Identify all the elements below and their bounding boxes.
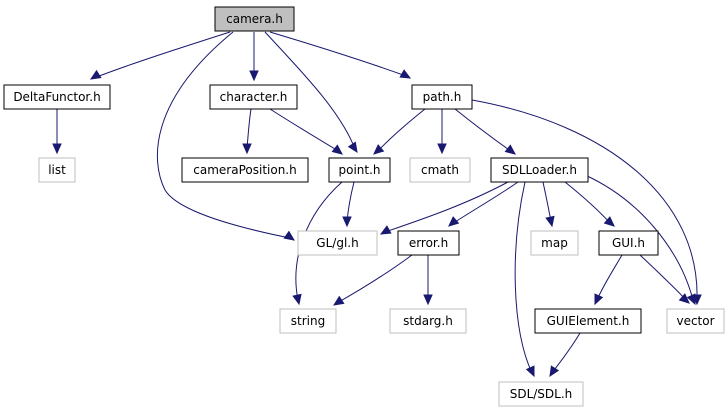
edge-character-h-to-cameraposition-h-arrowhead bbox=[242, 143, 252, 155]
graph-nodes: camera.h DeltaFunctor.h character.h path… bbox=[3, 6, 725, 407]
node-gui-h[interactable]: GUI.h bbox=[598, 230, 659, 256]
edge-sdlloader-h-to-error-h bbox=[448, 181, 519, 227]
edge-camera-h-to-gl-gl-h-arrowhead bbox=[283, 230, 296, 241]
edge-guielement-h-to-sdl-sdl-h bbox=[549, 332, 581, 378]
edge-sdlloader-h-to-vector-arrowhead bbox=[686, 293, 696, 306]
node-camera-h-label: camera.h bbox=[226, 12, 283, 26]
node-path-h-label: path.h bbox=[423, 90, 462, 104]
edge-sdlloader-h-to-map-arrowhead bbox=[545, 215, 555, 228]
node-sdl-sdl-h[interactable]: SDL/SDL.h bbox=[498, 381, 584, 407]
edge-point-h-to-string-arrowhead bbox=[292, 293, 302, 306]
node-camera-h[interactable]: camera.h bbox=[214, 6, 295, 32]
edge-gui-h-to-guielement-h bbox=[594, 254, 623, 306]
edge-sdlloader-h-to-sdl-sdl-h-arrowhead bbox=[525, 365, 535, 378]
node-gl-gl-h[interactable]: GL/gl.h bbox=[297, 230, 378, 256]
node-list[interactable]: list bbox=[38, 157, 76, 183]
edge-point-h-to-gl-gl-h bbox=[342, 181, 355, 228]
node-map-label: map bbox=[541, 236, 568, 250]
edge-sdlloader-h-to-gui-h bbox=[564, 181, 615, 227]
node-gl-gl-h-label: GL/gl.h bbox=[316, 236, 358, 250]
edge-camera-h-to-deltafunctor-h bbox=[89, 31, 231, 80]
node-cameraposition-h-label: cameraPosition.h bbox=[193, 163, 296, 177]
edge-path-h-to-point-h-arrowhead bbox=[373, 144, 385, 155]
edge-path-h-to-cmath-arrowhead bbox=[437, 143, 447, 155]
edge-path-h-to-point-h bbox=[373, 108, 426, 155]
node-deltafunctor-h[interactable]: DeltaFunctor.h bbox=[3, 84, 111, 110]
node-point-h-label: point.h bbox=[338, 163, 380, 177]
edge-camera-h-to-path-h-arrowhead bbox=[399, 69, 412, 79]
edge-deltafunctor-h-to-list-arrowhead bbox=[52, 143, 62, 155]
edge-camera-h-to-deltafunctor-h-arrowhead bbox=[89, 69, 102, 80]
edge-camera-h-to-path-h bbox=[269, 31, 412, 79]
node-vector-label: vector bbox=[676, 314, 714, 328]
edge-guielement-h-to-sdl-sdl-h-arrowhead bbox=[549, 365, 560, 378]
edge-path-h-to-sdlloader-h-arrowhead bbox=[504, 144, 516, 155]
node-error-h-label: error.h bbox=[409, 236, 448, 250]
node-list-label: list bbox=[48, 163, 66, 177]
node-stdarg-h-label: stdarg.h bbox=[403, 314, 453, 328]
edge-path-h-to-sdlloader-h bbox=[454, 108, 516, 155]
node-character-h[interactable]: character.h bbox=[209, 84, 298, 110]
edge-error-h-to-stdarg-h-arrowhead bbox=[423, 294, 433, 306]
node-sdl-sdl-h-label: SDL/SDL.h bbox=[510, 387, 573, 401]
edge-sdlloader-h-to-gui-h-arrowhead bbox=[603, 216, 615, 227]
node-error-h[interactable]: error.h bbox=[397, 230, 460, 256]
edge-character-h-to-point-h bbox=[269, 108, 343, 155]
node-string-label: string bbox=[291, 314, 325, 328]
node-deltafunctor-h-label: DeltaFunctor.h bbox=[13, 90, 100, 104]
edge-gui-h-to-guielement-h-arrowhead bbox=[594, 293, 604, 306]
edge-sdlloader-h-to-map bbox=[542, 181, 555, 228]
edge-path-h-to-vector bbox=[471, 99, 702, 306]
node-cmath-label: cmath bbox=[421, 163, 459, 177]
node-stdarg-h[interactable]: stdarg.h bbox=[389, 308, 467, 334]
edge-character-h-to-point-h-arrowhead bbox=[331, 144, 343, 155]
edge-path-h-to-cmath bbox=[437, 109, 447, 155]
edge-gui-h-to-vector-arrowhead bbox=[678, 293, 690, 304]
edge-camera-h-to-point-h-arrowhead bbox=[347, 141, 358, 154]
node-gui-h-label: GUI.h bbox=[612, 236, 645, 250]
node-cameraposition-h[interactable]: cameraPosition.h bbox=[181, 157, 309, 183]
graph-edges bbox=[52, 31, 702, 378]
node-point-h[interactable]: point.h bbox=[328, 157, 391, 183]
edge-sdlloader-h-to-sdl-sdl-h bbox=[514, 181, 535, 378]
edge-point-h-to-gl-gl-h-arrowhead bbox=[342, 216, 352, 228]
node-cmath[interactable]: cmath bbox=[409, 157, 471, 183]
edge-sdlloader-h-to-vector bbox=[584, 174, 696, 306]
node-string[interactable]: string bbox=[279, 308, 337, 334]
edge-sdlloader-h-to-gl-gl-h-arrowhead bbox=[379, 225, 392, 235]
node-guielement-h[interactable]: GUIElement.h bbox=[534, 308, 642, 334]
edge-sdlloader-h-to-error-h-arrowhead bbox=[448, 216, 460, 227]
edge-error-h-to-string bbox=[332, 254, 413, 306]
edge-camera-h-to-point-h bbox=[264, 31, 358, 154]
node-character-h-label: character.h bbox=[220, 90, 288, 104]
edge-character-h-to-cameraposition-h bbox=[242, 108, 252, 155]
node-path-h[interactable]: path.h bbox=[411, 84, 473, 110]
node-sdlloader-h[interactable]: SDLLoader.h bbox=[490, 157, 589, 183]
edge-error-h-to-stdarg-h bbox=[423, 255, 433, 306]
node-guielement-h-label: GUIElement.h bbox=[547, 314, 630, 328]
edge-error-h-to-string-arrowhead bbox=[332, 295, 345, 306]
edge-deltafunctor-h-to-list bbox=[52, 109, 62, 155]
node-map[interactable]: map bbox=[530, 230, 579, 256]
edge-gui-h-to-vector bbox=[639, 254, 690, 304]
node-vector[interactable]: vector bbox=[666, 308, 725, 334]
edge-camera-h-to-character-h bbox=[249, 32, 259, 82]
edge-sdlloader-h-to-gl-gl-h bbox=[379, 181, 509, 235]
edge-camera-h-to-character-h-arrowhead bbox=[249, 70, 259, 82]
node-sdlloader-h-label: SDLLoader.h bbox=[502, 163, 577, 177]
edge-camera-h-to-gl-gl-h bbox=[156, 31, 296, 241]
